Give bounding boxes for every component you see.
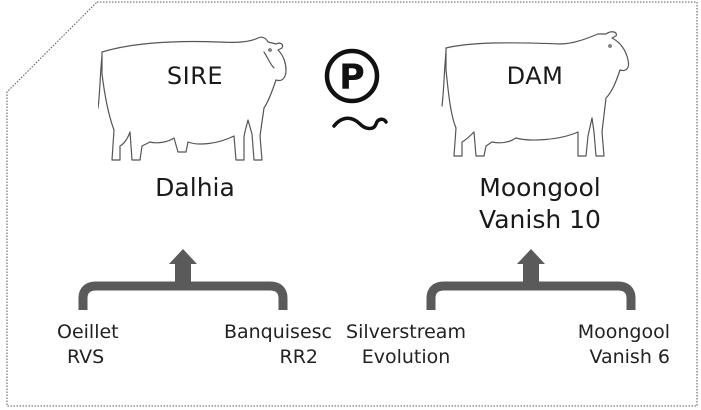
sire-parent-2-line2: RR2	[279, 346, 319, 368]
sire-parent-2-line1: Banquisesc	[223, 321, 332, 343]
polled-symbol-letter: P	[339, 58, 365, 98]
sire-pedigree-bracket	[78, 249, 288, 310]
sire-label: SIRE	[166, 62, 224, 90]
sire-parent-2: Banquisesc RR2	[212, 320, 332, 370]
sire-parent-1-line2: RVS	[67, 346, 105, 368]
dam-parent-2-line1: Moongool	[577, 321, 670, 343]
dam-parent-1: Silverstream Evolution	[341, 320, 471, 370]
dam-cow-icon	[441, 31, 630, 157]
dam-name-line1: Moongool	[479, 173, 601, 202]
polled-symbol-icon: P	[324, 48, 388, 131]
dam-parent-2: Moongool Vanish 6	[550, 320, 670, 370]
dam-parent-1-line2: Evolution	[361, 346, 451, 368]
dam-parent-2-line2: Vanish 6	[589, 346, 670, 368]
sire-parent-1-line1: Oeillet	[57, 321, 119, 343]
sire-parent-1: Oeillet RVS	[57, 320, 119, 370]
dam-label: DAM	[506, 62, 564, 90]
dam-name-line2: Vanish 10	[479, 205, 601, 234]
dam-parent-1-line1: Silverstream	[346, 321, 466, 343]
sire-bull-icon	[98, 36, 287, 161]
dam-pedigree-bracket	[426, 249, 636, 310]
sire-name: Dalhia	[155, 173, 235, 202]
